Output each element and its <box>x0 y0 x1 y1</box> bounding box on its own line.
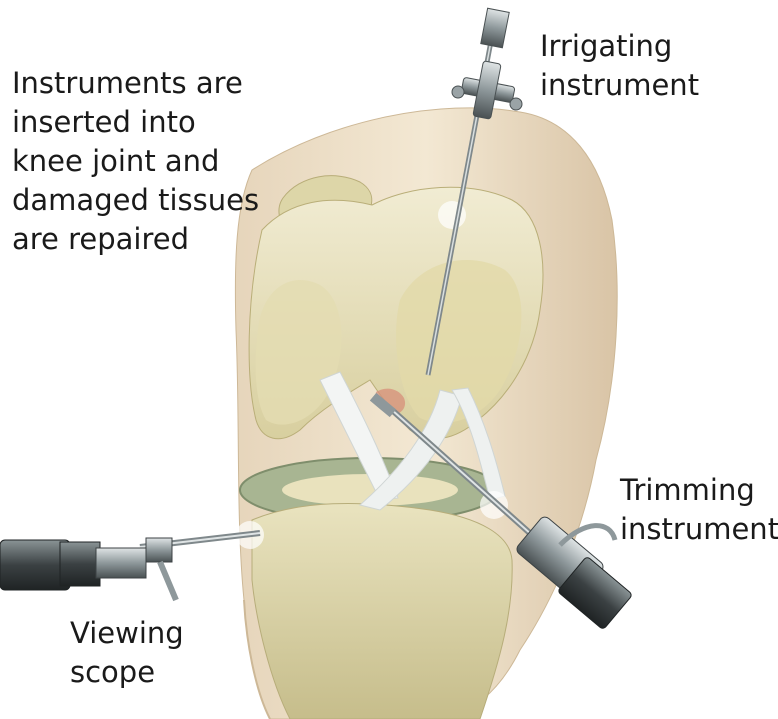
caption-line: inserted into <box>12 103 259 142</box>
label-line: instrument <box>620 510 778 549</box>
caption-line: are repaired <box>12 220 259 259</box>
label-trimming-instrument: Trimming instrument <box>620 471 778 549</box>
label-line: Irrigating <box>540 27 699 66</box>
label-line: scope <box>70 653 184 692</box>
caption-line: damaged tissues <box>12 181 259 220</box>
caption: Instruments are inserted into knee joint… <box>12 64 259 259</box>
label-line: Trimming <box>620 471 778 510</box>
tibia-bone <box>252 503 512 719</box>
label-viewing-scope: Viewing scope <box>70 614 184 692</box>
label-irrigating-instrument: Irrigating instrument <box>540 27 699 105</box>
caption-line: Instruments are <box>12 64 259 103</box>
label-line: instrument <box>540 66 699 105</box>
label-line: Viewing <box>70 614 184 653</box>
viewing-scope <box>0 533 260 600</box>
caption-line: knee joint and <box>12 142 259 181</box>
